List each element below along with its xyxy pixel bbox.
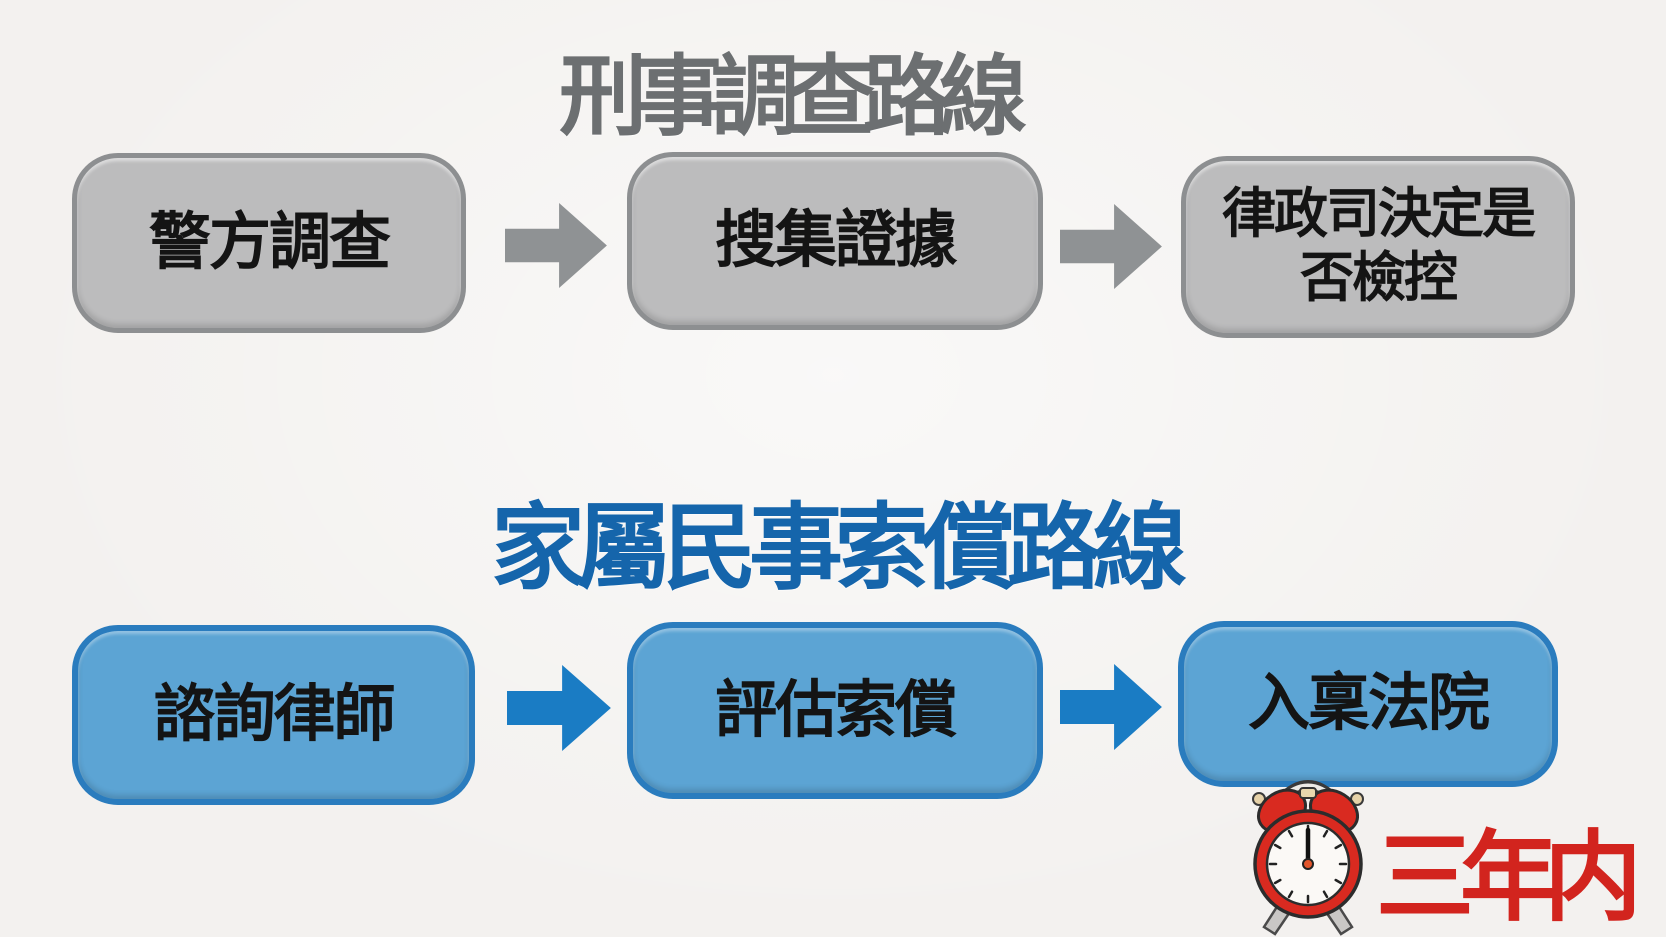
step-box-file-court: 入稟法院 [1178,621,1558,787]
deadline-label: 三年内 [1376,822,1642,932]
step-box-consult-lawyer: 諮詢律師 [72,625,475,805]
step-box-prosecution-decision: 律政司決定是否檢控 [1181,156,1575,338]
civil-flow-title: 家屬民事索償路線 [490,495,1187,600]
step-box-police-investigation: 警方調查 [72,153,466,333]
step-box-assess-claim: 評估索償 [627,622,1043,799]
arrow-right-icon [507,663,613,753]
step-box-collect-evidence: 搜集證據 [627,152,1043,330]
arrow-right-icon [1060,202,1164,291]
alarm-clock-icon [1252,780,1364,936]
arrow-right-icon [505,201,609,290]
criminal-flow-title: 刑事調查路線 [558,47,1027,146]
arrow-right-icon [1060,662,1164,752]
